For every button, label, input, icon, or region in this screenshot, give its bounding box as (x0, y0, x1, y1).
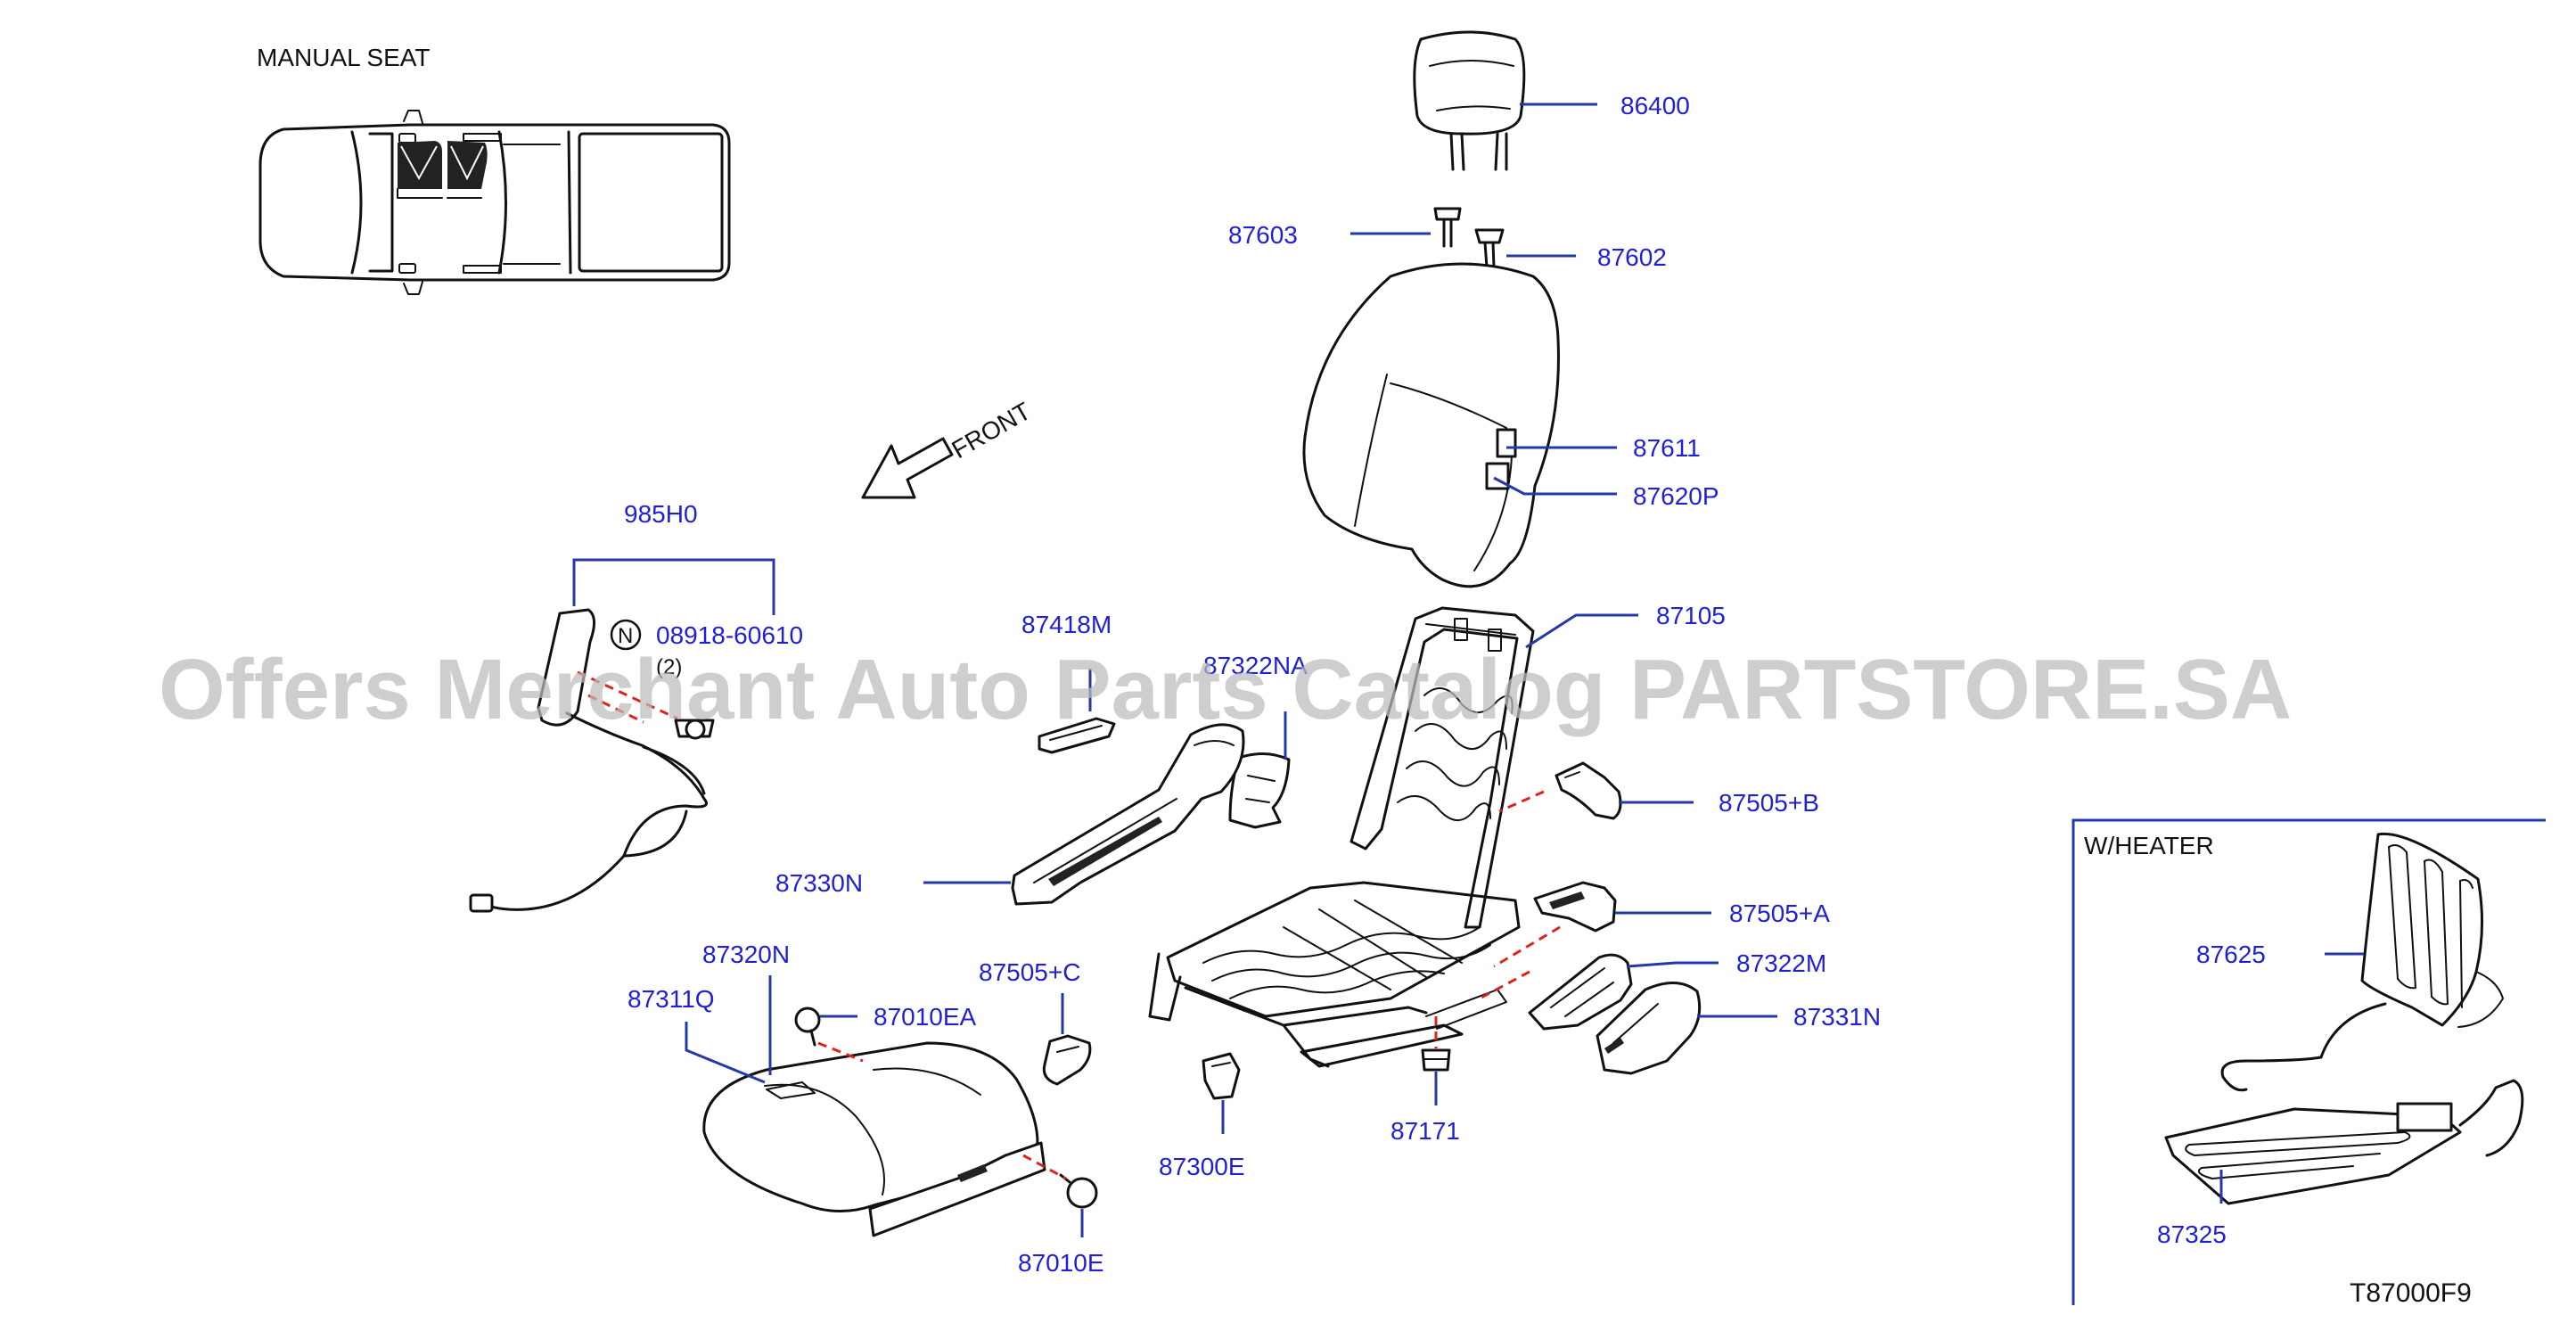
label-87325: 87325 (2157, 1220, 2227, 1248)
label-87320N: 87320N (702, 941, 790, 968)
link-87010EA (817, 1041, 864, 1063)
label-87602: 87602 (1597, 243, 1667, 271)
headrest-guide-87603 (1433, 207, 1462, 248)
label-87505B: 87505+B (1719, 789, 1819, 817)
leader-985H0 (572, 558, 775, 615)
nut-87171 (1421, 1048, 1451, 1072)
label-87322M: 87322M (1736, 949, 1826, 977)
label-87505A: 87505+A (1729, 900, 1830, 927)
leader-87311Q (685, 1022, 766, 1084)
harness-985H0 (469, 608, 715, 913)
bracket-87322NA (1228, 752, 1291, 829)
headrest-86400 (1413, 30, 1526, 171)
cover-87300E (1202, 1052, 1241, 1100)
leader-87105 (1525, 613, 1638, 649)
leader-87322M (1627, 961, 1719, 968)
label-87625: 87625 (2196, 941, 2266, 968)
link-87322M (1479, 970, 1530, 1000)
knob-87505B (1555, 761, 1622, 820)
vehicle-top-view-icon (258, 110, 731, 295)
link-985H0-clip2 (587, 694, 644, 724)
side-cover-87330N (1011, 723, 1245, 906)
front-label: FRONT (948, 397, 1036, 464)
leader-87620P (1493, 476, 1617, 496)
seat-cushion (702, 1041, 1046, 1237)
label-08918-60610: 08918-60610 (656, 621, 803, 649)
label-87611: 87611 (1633, 434, 1701, 462)
cover-87331N (1596, 981, 1702, 1075)
link-87505A (1493, 925, 1561, 968)
label-87171: 87171 (1391, 1117, 1460, 1145)
heater-box-title: W/HEATER (2084, 832, 2214, 859)
watermark-text: Offers Merchant Auto Parts Catalog PARTS… (159, 642, 2292, 737)
knob-87505A (1533, 881, 1617, 933)
clip-87010E (1059, 1173, 1098, 1209)
label-87300E: 87300E (1159, 1153, 1245, 1180)
label-87010E: 87010E (1018, 1249, 1104, 1277)
front-arrow-icon (861, 437, 954, 499)
heater-back-pad-87625 (2220, 832, 2504, 1092)
seat-frame-87105 (1148, 606, 1535, 1068)
label-87331N: 87331N (1793, 1003, 1881, 1031)
headrest-guide-87602 (1474, 228, 1505, 269)
diagram-title: MANUAL SEAT (257, 44, 430, 71)
label-87603: 87603 (1228, 221, 1298, 249)
link-87505B (1498, 790, 1545, 813)
note-circle-icon (610, 619, 642, 651)
lever-87418M (1038, 717, 1116, 754)
label-87418M: 87418M (1021, 611, 1112, 638)
diagram-code: T87000F9 (2350, 1278, 2472, 1308)
label-86400: 86400 (1620, 92, 1690, 119)
link-985H0-clip (577, 670, 678, 720)
label-87311Q: 87311Q (628, 985, 715, 1013)
knob-87505C (1042, 1034, 1092, 1086)
heater-box-frame (2071, 818, 2546, 1305)
label-985H0: 985H0 (624, 500, 698, 528)
label-87010EA: 87010EA (874, 1003, 977, 1031)
label-87105: 87105 (1656, 602, 1726, 629)
link-87010E (1022, 1154, 1067, 1180)
note-symbol: N (618, 624, 633, 648)
note-qty: (2) (656, 655, 682, 679)
bracket-87322M (1528, 953, 1633, 1031)
heater-cushion-pad-87325 (2164, 1079, 2524, 1205)
label-87505C: 87505+C (979, 958, 1080, 986)
label-87620P: 87620P (1633, 482, 1719, 510)
label-87322NA: 87322NA (1203, 652, 1308, 679)
seatback-cover (1302, 262, 1560, 588)
clip-87010EA (794, 1007, 821, 1047)
label-87330N: 87330N (775, 869, 863, 897)
